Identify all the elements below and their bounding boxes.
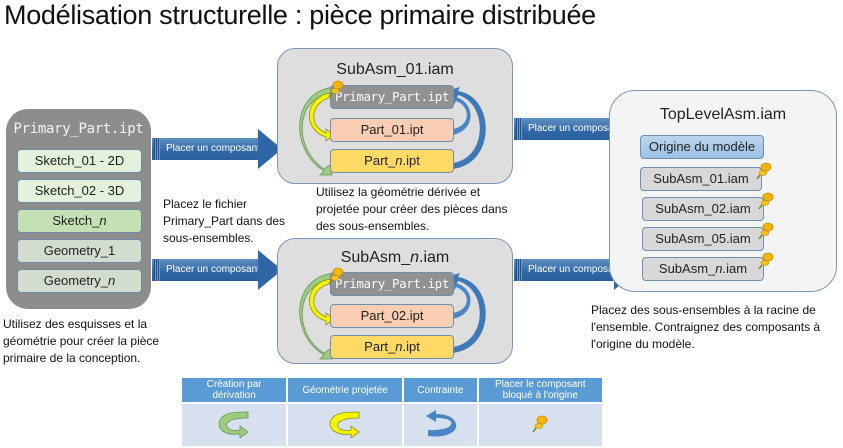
- top-level-item: SubAsm_05.iam: [642, 227, 764, 251]
- sketch-n-label: Sketch_: [52, 213, 100, 228]
- subassembly-01-box: SubAsm_01.iam Primary_Part.ipt Part_01.i…: [277, 48, 513, 184]
- sketch-01-item: Sketch_01 - 2D: [17, 149, 142, 173]
- legend-cell-projected: [288, 404, 403, 446]
- geometry-n-italic: n: [108, 273, 116, 288]
- middle-note: Placez le fichier Primary_Part dans des …: [163, 197, 286, 245]
- node-label: Primary_Part.ipt: [334, 89, 449, 104]
- node-label: Part_: [364, 339, 396, 354]
- pushpin-icon: [532, 414, 549, 433]
- pushpin-icon: [328, 267, 344, 284]
- sketch-02-label: Sketch_02 - 3D: [34, 183, 125, 198]
- derive-arrow-icon: [218, 411, 249, 439]
- legend-cell-pin: [478, 404, 602, 446]
- top-level-item: SubAsm_01.iam: [640, 167, 762, 191]
- constraint-arrow-icon: [426, 409, 457, 436]
- arrow-label: Placer un composant: [514, 259, 622, 281]
- geometry-1-item: Geometry_1: [17, 239, 142, 263]
- item-label: SubAsm_05.iam: [655, 231, 751, 246]
- legend-header-row: Création par dérivation Géométrie projet…: [182, 378, 602, 402]
- primary-part-title: Primary_Part.ipt: [13, 121, 144, 137]
- top-level-assembly-box: TopLevelAsm.iam Origine du modèle SubAsm…: [609, 90, 837, 292]
- projected-arrow-icon: [329, 411, 360, 439]
- node-label: Part_02.ipt: [360, 308, 424, 323]
- subassembly-n-part-n: Part_n.ipt: [330, 335, 454, 359]
- geometry-1-label: Geometry_1: [43, 243, 116, 258]
- node-label-suffix: .ipt: [402, 339, 420, 354]
- subassembly-01-part: Part_01.ipt: [330, 118, 454, 142]
- arrow-stripe: [516, 118, 522, 140]
- subassembly-description: Utilisez la géométrie dérivée et projeté…: [316, 185, 508, 233]
- subassembly-01-part-n: Part_n.ipt: [330, 149, 454, 173]
- legend-cell-derive: [182, 404, 287, 446]
- title-italic: n: [410, 249, 420, 266]
- legend-icon-row: [182, 404, 602, 446]
- legend-header-constraint: Contrainte: [404, 378, 477, 402]
- sketch-02-item: Sketch_02 - 3D: [17, 179, 142, 203]
- place-component-arrow-1: Placer un composant: [152, 129, 282, 169]
- legend-header-projected: Géométrie projetée: [288, 378, 403, 402]
- item-label-italic: n: [715, 261, 723, 276]
- node-label-suffix: .ipt: [402, 153, 420, 168]
- primary-part-box: Primary_Part.ipt Sketch_01 - 2D Sketch_0…: [6, 109, 151, 309]
- node-label-italic: n: [395, 339, 403, 354]
- arrow-stripe: [516, 259, 522, 281]
- projected-arrow-icon: [309, 278, 335, 326]
- sketch-n-item: Sketch_n: [17, 209, 142, 233]
- sketch-n-italic: n: [99, 213, 107, 228]
- sketch-01-label: Sketch_01 - 2D: [34, 153, 125, 168]
- sub-01-flow-arrows: [299, 87, 486, 176]
- pushpin-icon: [758, 252, 774, 269]
- arrow-stripe: [154, 138, 160, 160]
- subassembly-n-box: SubAsm_n.iam Primary_Part.ipt Part_02.ip…: [277, 238, 513, 364]
- top-level-item: SubAsm_02.iam: [642, 197, 764, 221]
- subassembly-n-part: Part_02.ipt: [330, 304, 454, 328]
- item-label: SubAsm_01.iam: [653, 171, 749, 186]
- item-label: SubAsm_: [658, 261, 716, 276]
- title-prefix: SubAsm_: [340, 249, 411, 266]
- node-label: Part_01.ipt: [360, 122, 424, 137]
- node-label: Primary_Part.ipt: [334, 276, 449, 291]
- legend-table: Création par dérivation Géométrie projet…: [180, 376, 604, 448]
- pushpin-icon: [756, 162, 772, 179]
- subassembly-n-primary-part: Primary_Part.ipt: [330, 272, 454, 296]
- top-level-title: TopLevelAsm.iam: [659, 106, 787, 123]
- constraint-arrow-icon: [446, 93, 471, 135]
- legend-header-derive: Création par dérivation: [182, 378, 287, 402]
- derive-arrow-icon: [299, 87, 337, 176]
- legend-cell-constraint: [404, 404, 477, 446]
- node-label: Part_: [364, 153, 396, 168]
- place-component-arrow-2: Placer un composant: [152, 250, 282, 290]
- geometry-n-label: Geometry_: [43, 273, 109, 288]
- subassembly-n-title: SubAsm_n.iam: [278, 249, 512, 267]
- arrow-stripe: [154, 259, 160, 281]
- legend-header-pin: Placer le composant bloqué à l'origine: [478, 378, 602, 402]
- constraint-arrow-icon: [446, 273, 486, 353]
- node-label-italic: n: [395, 153, 403, 168]
- item-label: SubAsm_02.iam: [655, 201, 751, 216]
- top-level-item: SubAsm_n.iam: [642, 257, 764, 281]
- derive-arrow-icon: [299, 273, 337, 360]
- constraint-arrow-icon: [446, 87, 486, 169]
- pushpin-icon: [328, 80, 344, 97]
- subassembly-01-primary-part: Primary_Part.ipt: [330, 85, 454, 109]
- pushpin-icon: [758, 192, 774, 209]
- title-suffix: .iam: [419, 249, 450, 266]
- item-label-suffix: .iam: [722, 261, 748, 276]
- primary-part-description: Utilisez des esquisses et la géométrie p…: [3, 317, 160, 365]
- page-title: Modélisation structurelle : pièce primai…: [4, 0, 596, 30]
- arrow-label: Placer un composant: [152, 259, 260, 281]
- top-level-description: Placez des sous-ensembles à la racine de…: [591, 303, 821, 351]
- sub-n-flow-arrows: [299, 273, 486, 360]
- pushpin-icon: [758, 222, 774, 239]
- projected-arrow-icon: [309, 92, 335, 142]
- arrow-label: Placer un composant: [514, 118, 622, 140]
- subassembly-01-title: SubAsm_01.iam: [278, 61, 512, 79]
- arrow-label: Placer un composant: [152, 138, 260, 160]
- geometry-n-item: Geometry_n: [17, 269, 142, 293]
- constraint-arrow-icon: [446, 279, 471, 319]
- model-origin: Origine du modèle: [640, 135, 764, 159]
- title-prefix: SubAsm_01.iam: [336, 61, 454, 78]
